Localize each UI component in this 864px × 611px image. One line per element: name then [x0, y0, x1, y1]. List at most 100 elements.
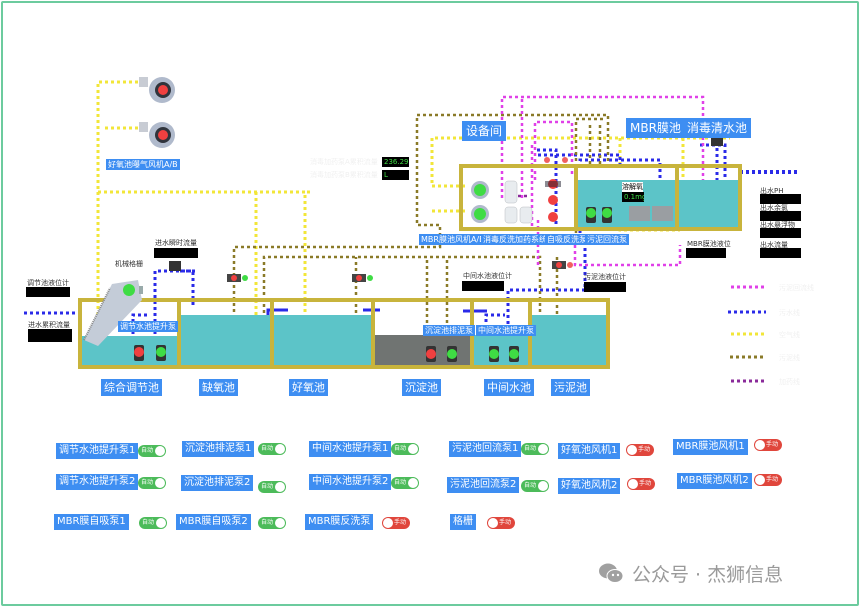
mbr-level-label: MBR膜池液位: [687, 240, 731, 248]
mode-toggle[interactable]: 自动: [391, 477, 419, 489]
legend-label: 污泥回流线: [779, 284, 814, 292]
mode-toggle[interactable]: 手动: [382, 517, 410, 529]
toggle-text: 自动: [261, 483, 274, 490]
equipment-label: MBR膜池风机A/B: [419, 234, 487, 245]
dosing-a-label: 消毒加药泵A累积流量: [310, 158, 378, 166]
tank-label: 好氧池: [289, 379, 328, 396]
sludge-level-readout: [584, 282, 626, 292]
mode-toggle[interactable]: 自动: [521, 443, 549, 455]
out-flow-label: 出水流量: [760, 241, 788, 249]
inflow-total-label: 进水累积流量: [28, 321, 70, 329]
mode-toggle[interactable]: 手动: [754, 474, 782, 486]
control-label: 沉淀池排泥泵1: [182, 441, 255, 457]
toggle-text: 手动: [766, 441, 779, 448]
control-label: MBR膜自吸泵1: [54, 514, 129, 530]
control-label: MBR膜反洗泵: [305, 514, 374, 530]
mbr-blower-icon: [471, 181, 489, 223]
toggle-text: 自动: [141, 447, 154, 454]
mode-toggle[interactable]: 手动: [626, 444, 654, 456]
equipment-room-title: 设备间: [462, 121, 507, 141]
toggle-text: 手动: [639, 480, 652, 487]
toggle-text: 自动: [141, 479, 154, 486]
toggle-text: 自动: [261, 445, 274, 452]
mode-toggle[interactable]: 自动: [258, 443, 286, 455]
mode-toggle[interactable]: 自动: [258, 517, 286, 529]
inflow-total-readout: [28, 329, 72, 342]
mid-level-label: 中间水池液位计: [463, 272, 512, 280]
valve-icons: [227, 157, 573, 282]
tank-label: 缺氧池: [199, 379, 238, 396]
mid-pump-label: 中间水池提升泵: [476, 325, 536, 336]
equipment-label: 自吸反洗泵: [545, 234, 589, 245]
wechat-icon: [598, 562, 624, 588]
membrane-module: [629, 206, 650, 221]
blower-label: 好氧池曝气风机A/B: [106, 159, 180, 170]
equipment-label: 消毒反洗加药系统: [481, 234, 549, 245]
control-label: 格栅: [450, 514, 476, 530]
control-label: 好氧池风机1: [558, 443, 621, 459]
out-flow-readout: [760, 248, 801, 258]
watermark-text: 公众号 · 杰狮信息: [632, 564, 784, 586]
mode-toggle[interactable]: 自动: [258, 481, 286, 493]
membrane-module: [652, 206, 673, 221]
mode-toggle[interactable]: 手动: [487, 517, 515, 529]
inflow-rate-readout: [154, 248, 198, 258]
control-label: 中间水池提升泵2: [309, 474, 392, 490]
mechanical-screen-icon: [83, 280, 143, 346]
blower-icon: [139, 122, 175, 148]
toggle-text: 自动: [394, 479, 407, 486]
control-label: MBR膜自吸泵2: [176, 514, 251, 530]
control-label: 好氧池风机2: [558, 478, 621, 494]
legend-label: 空气线: [779, 331, 800, 339]
dosing-b-readout: L: [382, 170, 409, 180]
out-ss-readout: [760, 228, 801, 238]
toggle-text: 自动: [524, 445, 537, 452]
mode-toggle[interactable]: 自动: [138, 445, 166, 457]
out-ph-label: 出水PH: [760, 187, 784, 195]
legend-label: 污水线: [779, 309, 800, 317]
control-label: 沉淀池排泥泵2: [181, 475, 254, 491]
screen-label: 机械格栅: [115, 260, 143, 268]
toggle-text: 手动: [394, 519, 407, 526]
toggle-text: 手动: [766, 476, 779, 483]
mbr-level-readout: [686, 248, 726, 258]
reg-level-readout: [26, 287, 70, 297]
do-readout: 0.1mg/l: [622, 192, 644, 202]
control-label: 污泥池回流泵2: [447, 477, 520, 493]
toggle-text: 手动: [638, 446, 651, 453]
tank-label: 综合调节池: [101, 379, 162, 396]
backwash-pump-icon: [545, 179, 561, 222]
sed-pump-label: 沉淀池排泥泵: [423, 325, 475, 336]
equipment-label: 污泥回流泵: [585, 234, 629, 245]
mode-toggle[interactable]: 自动: [138, 477, 166, 489]
inflow-rate-label: 进水瞬时流量: [155, 239, 197, 247]
tank-walls: [78, 164, 742, 369]
mode-toggle[interactable]: 手动: [627, 478, 655, 490]
mode-toggle[interactable]: 自动: [139, 517, 167, 529]
control-label: MBR膜池风机2: [677, 473, 752, 489]
mode-toggle[interactable]: 自动: [521, 480, 549, 492]
toggle-text: 自动: [524, 482, 537, 489]
toggle-text: 自动: [261, 519, 274, 526]
control-label: 调节水池提升泵1: [56, 443, 139, 459]
mbr-tank-title: MBR膜池: [626, 118, 685, 138]
control-label: MBR膜池风机1: [673, 439, 748, 455]
toggle-text: 手动: [499, 519, 512, 526]
clean-tank-title: 消毒清水池: [683, 118, 752, 138]
toggle-text: 自动: [142, 519, 155, 526]
sludge-level-label: 污泥池液位计: [584, 273, 626, 281]
mode-toggle[interactable]: 手动: [754, 439, 782, 451]
do-label: 溶解氧: [622, 182, 643, 192]
dosing-a-readout: 236.29L: [382, 157, 409, 167]
tank-label: 污泥池: [551, 379, 590, 396]
out-ph-readout: [760, 194, 801, 204]
control-label: 调节水池提升泵2: [56, 474, 139, 490]
submersible-pumps: [134, 207, 612, 362]
dosing-tank-icon: [504, 180, 533, 224]
mode-toggle[interactable]: 自动: [391, 443, 419, 455]
out-ss-label: 出水悬浮物: [760, 221, 795, 229]
tank-label: 沉淀池: [402, 379, 441, 396]
out-cl-readout: [760, 211, 801, 221]
legend-lines: [728, 285, 766, 383]
